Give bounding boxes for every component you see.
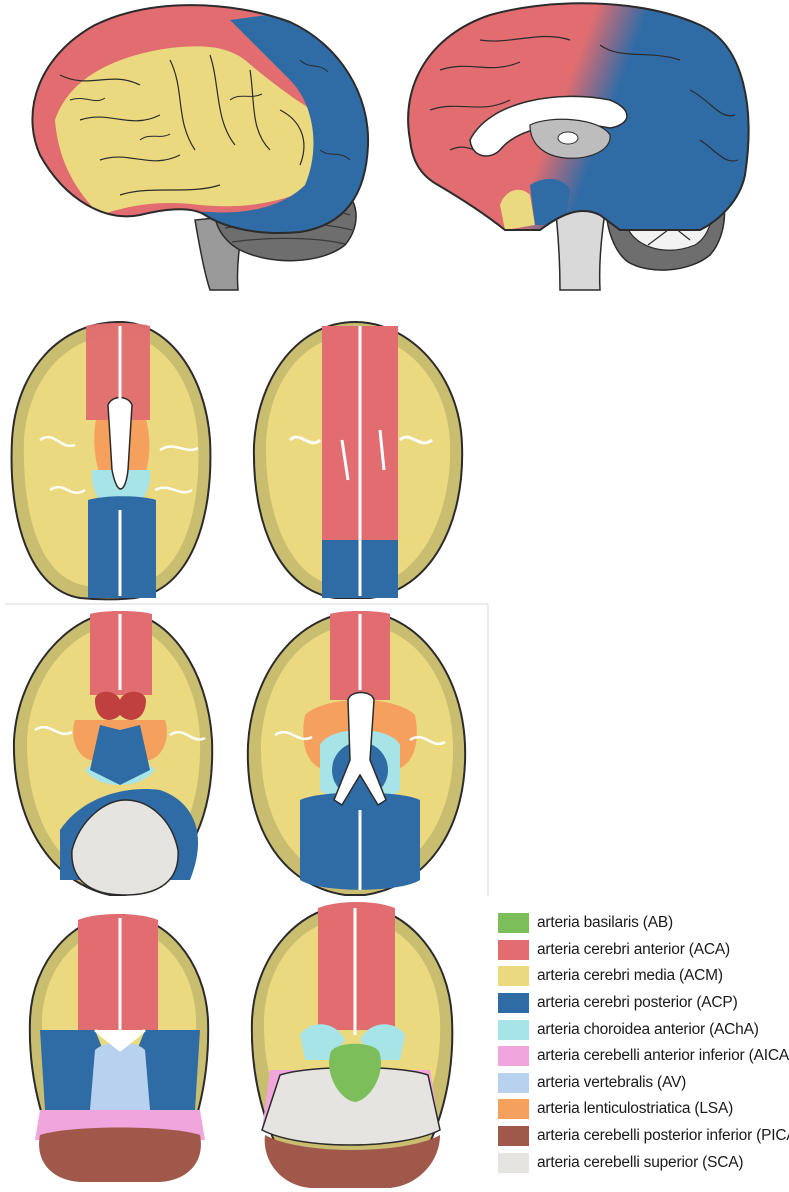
legend-item-ab: arteria basilaris (AB) [498,910,788,937]
legend-swatch-aca [498,940,529,960]
legend-item-lsa: arteria lenticulostriatica (LSA) [498,1096,788,1123]
axial-slice-ventricle-level [12,322,211,600]
cerebrum-lateral [0,0,380,240]
legend-label-acm: arteria cerebri media (ACM) [537,967,723,985]
axial-slice-centrum-semiovale [254,322,462,598]
legend-item-sca: arteria cerebelli superior (SCA) [498,1149,788,1176]
legend-item-acp: arteria cerebri posterior (ACP) [498,990,788,1017]
legend-swatch-pica [498,1126,529,1146]
thalamic-nucleus [558,132,578,144]
legend-label-aica: arteria cerebelli anterior inferior (AIC… [537,1047,789,1065]
legend-label-lsa: arteria lenticulostriatica (LSA) [537,1100,733,1118]
legend-label-pica: arteria cerebelli posterior inferior (PI… [537,1127,789,1145]
legend-item-acha: arteria choroidea anterior (AChA) [498,1016,788,1043]
legend-label-acha: arteria choroidea anterior (AChA) [537,1021,759,1039]
legend-label-acp: arteria cerebri posterior (ACP) [537,994,738,1012]
legend-label-av: arteria vertebralis (AV) [537,1074,686,1092]
legend-swatch-acm [498,966,529,986]
axial-slice-medulla-level [252,902,452,1188]
axial-slice-pons-level [30,914,208,1182]
lateral-brain-view [0,0,380,290]
midsagittal-brain-view [400,0,760,290]
legend-swatch-av [498,1073,529,1093]
territory-legend: arteria basilaris (AB) arteria cerebri a… [498,910,788,1176]
legend-item-aica: arteria cerebelli anterior inferior (AIC… [498,1043,788,1070]
legend-swatch-ab [498,913,529,933]
legend-swatch-acp [498,993,529,1013]
legend-item-acm: arteria cerebri media (ACM) [498,963,788,990]
axial-slice-midbrain-level [14,611,212,895]
legend-item-pica: arteria cerebelli posterior inferior (PI… [498,1123,788,1150]
legend-swatch-acha [498,1020,529,1040]
cerebrum-midsagittal [400,0,760,240]
legend-swatch-lsa [498,1099,529,1119]
legend-swatch-sca [498,1153,529,1173]
legend-swatch-aica [498,1046,529,1066]
legend-label-ab: arteria basilaris (AB) [537,914,673,932]
axial-slice-basal-ganglia-level [248,611,465,895]
legend-item-aca: arteria cerebri anterior (ACA) [498,937,788,964]
legend-label-sca: arteria cerebelli superior (SCA) [537,1154,743,1172]
legend-item-av: arteria vertebralis (AV) [498,1070,788,1097]
legend-label-aca: arteria cerebri anterior (ACA) [537,941,730,959]
